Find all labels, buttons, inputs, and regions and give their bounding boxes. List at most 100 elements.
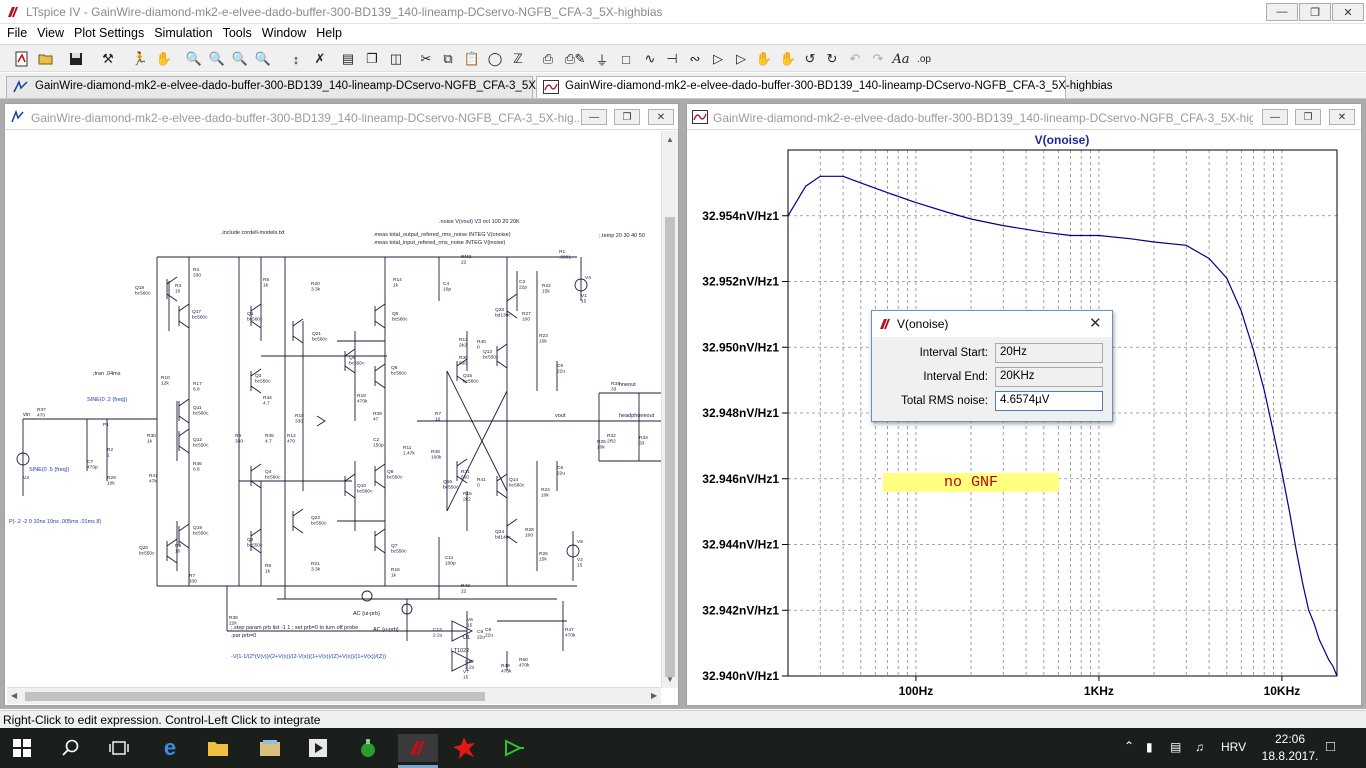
- paste-button[interactable]: 📋: [462, 49, 482, 69]
- waveform-window[interactable]: GainWire-diamond-mk2-e-elvee-dado-buffer…: [686, 103, 1362, 706]
- schematic-restore-button[interactable]: ❐: [614, 109, 640, 125]
- param-directive[interactable]: .par prb=0: [231, 633, 256, 639]
- step-directive[interactable]: ;.step param prb list -1 1 ; set prb=0 t…: [231, 625, 358, 631]
- move-button[interactable]: ✋: [754, 49, 774, 69]
- ltspice-app-icon[interactable]: [6, 5, 20, 19]
- tray-date[interactable]: 18.8.2017.: [1261, 749, 1319, 763]
- pan-button[interactable]: 🔍: [207, 49, 227, 69]
- meas-input-directive[interactable]: .meas total_input_refered_rms_noise INTE…: [373, 240, 506, 246]
- redo-button[interactable]: ↻: [822, 49, 842, 69]
- scroll-up-icon[interactable]: ▲: [666, 135, 674, 144]
- find-button[interactable]: ◯: [485, 49, 505, 69]
- ac-source-2[interactable]: AC {u-prb}: [373, 627, 399, 633]
- annotation-no-gnf[interactable]: no GNF: [883, 473, 1059, 492]
- menu-file[interactable]: File: [7, 26, 28, 40]
- dialog-close-button[interactable]: ✕: [1089, 314, 1102, 332]
- sine-source-2[interactable]: SINE(0 .5 {freq}): [29, 467, 70, 473]
- interval-start-field[interactable]: 20Hz: [995, 343, 1103, 363]
- meas-output-directive[interactable]: .meas total_output_refered_rms_noise INT…: [373, 232, 511, 238]
- schematic-horizontal-thumb[interactable]: [25, 692, 485, 701]
- start-button[interactable]: [8, 734, 36, 762]
- menu-plot-settings[interactable]: Plot Settings: [74, 26, 145, 40]
- rotate-button[interactable]: ↶: [845, 49, 865, 69]
- tray-time[interactable]: 22:06: [1274, 732, 1306, 746]
- capacitor-button[interactable]: ⊣: [662, 49, 682, 69]
- menu-simulation[interactable]: Simulation: [154, 26, 213, 40]
- opamp-label[interactable]: LT1022: [451, 648, 469, 654]
- autorange-button[interactable]: ↕: [286, 49, 306, 69]
- trace-onoise[interactable]: [787, 175, 1338, 677]
- tray-language[interactable]: HRV: [1221, 740, 1247, 754]
- zoom-in-button[interactable]: 🔍: [184, 49, 204, 69]
- ac-source-1[interactable]: AC {ui-prb}: [353, 611, 380, 617]
- taskbar-file-explorer[interactable]: [204, 734, 232, 762]
- copy-button[interactable]: ⧉: [438, 49, 458, 69]
- net-label-headphoneout[interactable]: headphoneout: [619, 413, 655, 419]
- waveform-restore-button[interactable]: ❐: [1295, 109, 1321, 125]
- zoom-cancel-button[interactable]: 🔍: [253, 49, 273, 69]
- tray-chevron-icon[interactable]: ⌃: [1124, 739, 1135, 753]
- net-label-vin[interactable]: vin: [23, 412, 30, 418]
- open-button[interactable]: [36, 49, 56, 69]
- tray-battery-icon[interactable]: ▮: [1146, 740, 1153, 754]
- task-view-button[interactable]: [105, 734, 133, 762]
- action-center-icon[interactable]: □: [1326, 738, 1336, 755]
- cascade-button[interactable]: ❐: [362, 49, 382, 69]
- diode-button[interactable]: ▷: [708, 49, 728, 69]
- print-button[interactable]: ⎙: [560, 49, 580, 69]
- schematic-close-button[interactable]: ✕: [648, 109, 674, 125]
- wire-button[interactable]: ✎: [570, 49, 590, 69]
- text-button[interactable]: Aa: [891, 49, 911, 69]
- print-preview-button[interactable]: ⎙: [538, 49, 558, 69]
- component-label[interactable]: V5: [577, 539, 583, 545]
- tab-schematic[interactable]: GainWire-diamond-mk2-e-elvee-dado-buffer…: [6, 76, 583, 98]
- interval-end-field[interactable]: 20KHz: [995, 367, 1103, 387]
- taskbar-app-media[interactable]: [304, 734, 332, 762]
- pulse-source[interactable]: P(-.2 -2 0 10ns 10ns .005ms .01ms 8): [9, 519, 101, 525]
- component-button[interactable]: ▷: [731, 49, 751, 69]
- integration-dialog[interactable]: V(onoise) ✕ Interval Start: 20Hz Interva…: [871, 310, 1113, 422]
